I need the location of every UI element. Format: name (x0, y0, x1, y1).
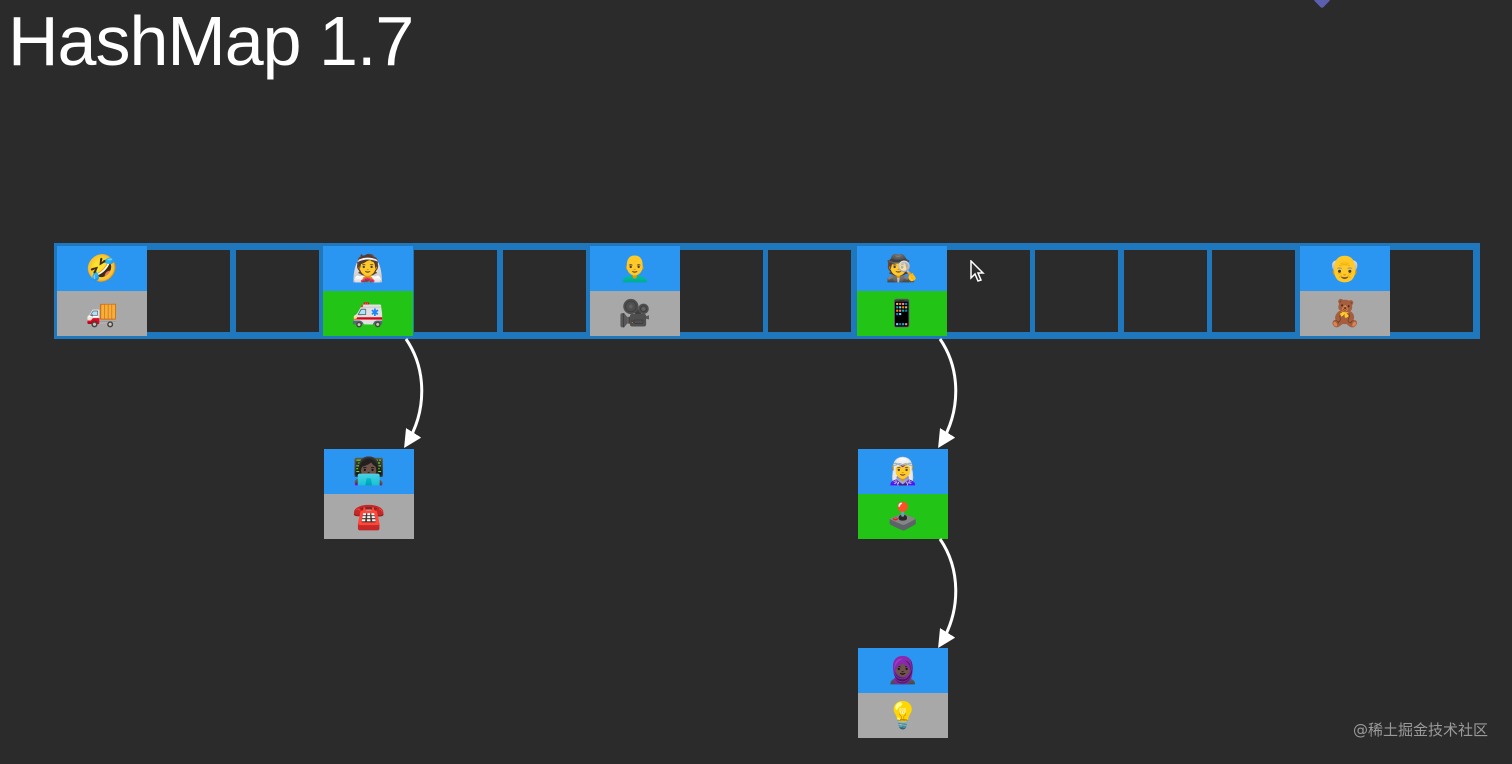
array-node-6: 👨‍🦲 🎥 (590, 246, 680, 336)
chain-arrow (938, 338, 958, 449)
array-node-0: 🤣 🚚 (57, 246, 147, 336)
chain-node: 🧕🏿 💡 (858, 648, 948, 738)
array-slot-10 (947, 250, 1030, 332)
node-value: 💡 (858, 693, 948, 738)
corner-marker (1313, 0, 1331, 9)
page-title: HashMap 1.7 (8, 2, 414, 80)
chain-arrow (404, 338, 424, 449)
hash-table-array: 🤣 🚚 👰 🚑 👨‍🦲 🎥 🕵️ 📱 👴 🧸 (54, 243, 1480, 339)
chain-arrow (938, 538, 958, 649)
node-key: 🧝‍♀️ (858, 449, 948, 494)
node-value: ☎️ (324, 494, 414, 539)
node-value: 🧸 (1300, 291, 1390, 336)
array-slot-15 (1390, 250, 1473, 332)
node-value: 🚑 (323, 291, 413, 336)
node-key: 🕵️ (857, 246, 947, 291)
node-value: 🚚 (57, 291, 147, 336)
array-slot-11 (1035, 250, 1118, 332)
node-key: 👨‍🦲 (590, 246, 680, 291)
watermark: @稀土掘金技术社区 (1352, 721, 1488, 739)
array-slot-2 (236, 250, 319, 332)
node-key: 🤣 (57, 246, 147, 291)
chain-node: 👩🏿‍💻 ☎️ (324, 449, 414, 539)
node-value: 📱 (857, 291, 947, 336)
array-slot-1 (147, 250, 230, 332)
array-slot-8 (768, 250, 851, 332)
array-slot-13 (1212, 250, 1295, 332)
array-slot-7 (680, 250, 763, 332)
array-slot-4 (414, 250, 497, 332)
mouse-pointer-icon (970, 260, 985, 282)
array-slot-12 (1124, 250, 1207, 332)
array-slot-5 (503, 250, 586, 332)
array-node-3: 👰 🚑 (323, 246, 413, 336)
array-node-9: 🕵️ 📱 (857, 246, 947, 336)
node-value: 🎥 (590, 291, 680, 336)
node-key: 👴 (1300, 246, 1390, 291)
array-node-14: 👴 🧸 (1300, 246, 1390, 336)
node-key: 👩🏿‍💻 (324, 449, 414, 494)
node-value: 🕹️ (858, 494, 948, 539)
node-key: 🧕🏿 (858, 648, 948, 693)
chain-node: 🧝‍♀️ 🕹️ (858, 449, 948, 539)
node-key: 👰 (323, 246, 413, 291)
